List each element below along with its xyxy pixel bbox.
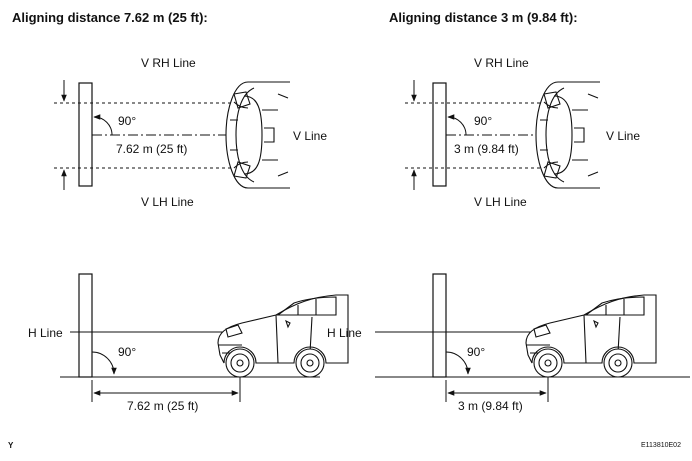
- right-side-view: H Line 90° 3 m (9.84 ft): [327, 273, 690, 413]
- heading-left: Aligning distance 7.62 m (25 ft):: [12, 10, 208, 25]
- angle-label-right-bottom: 90°: [467, 345, 485, 359]
- h-line-label-left: H Line: [28, 326, 63, 340]
- v-rh-line-label-left: V RH Line: [141, 56, 196, 70]
- screen-right-top: [432, 82, 447, 187]
- v-line-label-right: V Line: [606, 129, 640, 143]
- heading-right: Aligning distance 3 m (9.84 ft):: [389, 10, 578, 25]
- distance-label-left-top: 7.62 m (25 ft): [116, 142, 187, 156]
- left-top-view: V RH Line 90° 7.62 m (25 ft) V Line V LH…: [54, 56, 327, 209]
- v-lh-line-label-right: V LH Line: [474, 195, 527, 209]
- distance-label-right-bottom: 3 m (9.84 ft): [458, 399, 523, 413]
- screen-right-bottom: [432, 273, 447, 378]
- car-side-view-right: [525, 294, 657, 378]
- h-line-label-right: H Line: [327, 326, 362, 340]
- v-rh-line-label-right: V RH Line: [474, 56, 529, 70]
- footer-left-mark: Y: [8, 441, 14, 450]
- figure-code: E113810E02: [641, 442, 681, 449]
- car-top-view-right: [535, 81, 601, 189]
- distance-label-left-bottom: 7.62 m (25 ft): [127, 399, 198, 413]
- car-top-view-left: [225, 81, 291, 189]
- distance-label-right-top: 3 m (9.84 ft): [454, 142, 519, 156]
- v-line-label-left: V Line: [293, 129, 327, 143]
- v-lh-line-label-left: V LH Line: [141, 195, 194, 209]
- angle-label-left-bottom: 90°: [118, 345, 136, 359]
- left-side-view: H Line 90° 7.62 m (25 ft): [28, 273, 349, 413]
- angle-label-right-top: 90°: [474, 114, 492, 128]
- screen-left-bottom: [78, 273, 93, 378]
- screen-left-top: [78, 82, 93, 187]
- right-top-view: V RH Line 90° 3 m (9.84 ft) V Line V LH …: [405, 56, 640, 209]
- angle-label-left-top: 90°: [118, 114, 136, 128]
